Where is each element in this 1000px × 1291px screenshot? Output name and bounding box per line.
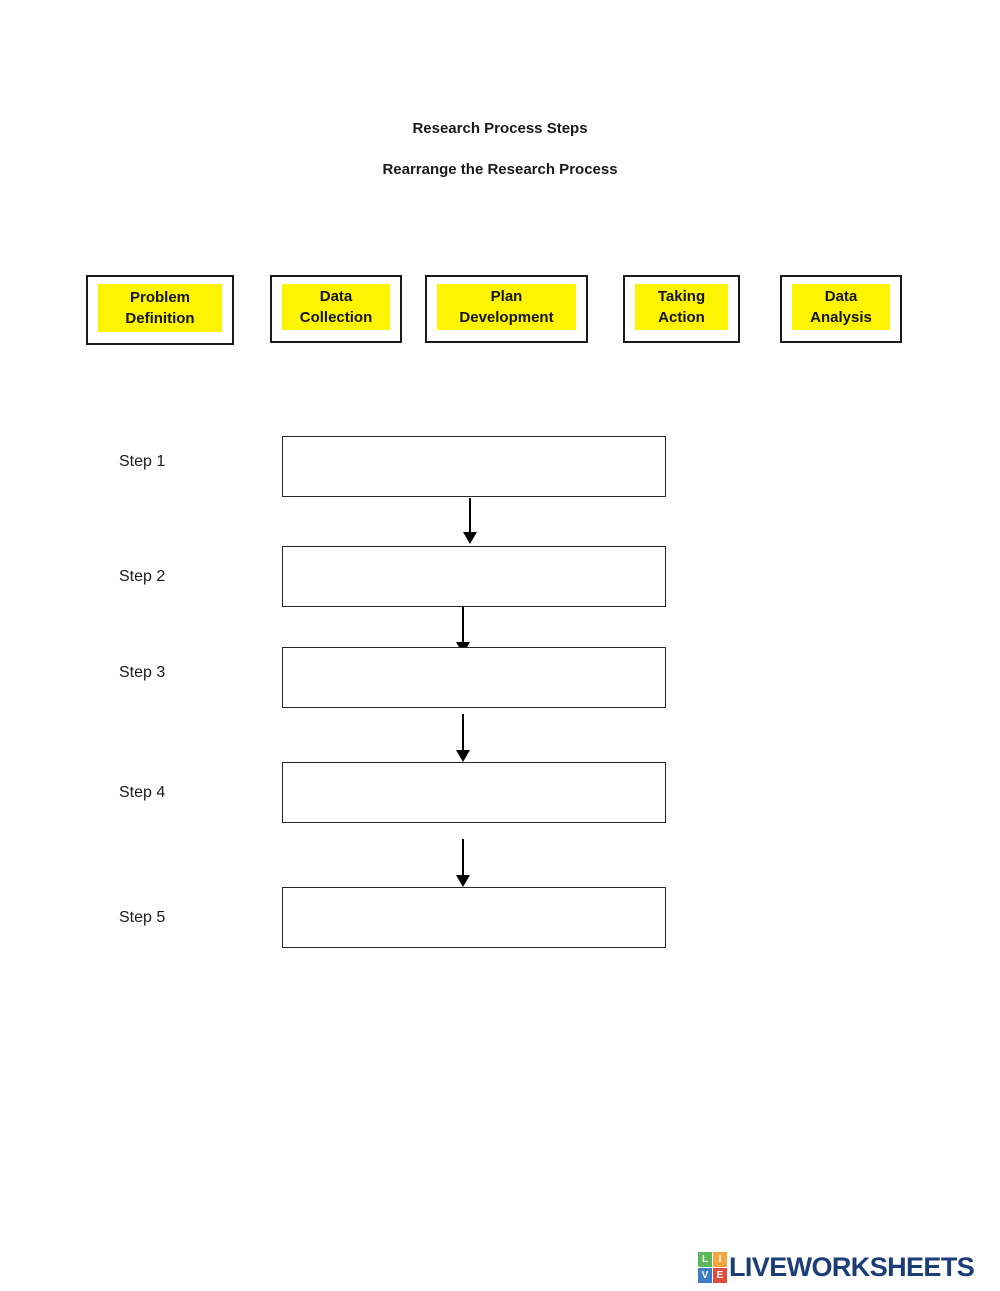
step-4-dropzone[interactable]: [282, 762, 666, 823]
page-subtitle: Rearrange the Research Process: [382, 161, 618, 178]
step-1-label: Step 1: [119, 452, 166, 470]
logo-cell-v: V: [698, 1268, 712, 1283]
arrow-shaft: [469, 498, 471, 532]
drag-card-label: Plan Development: [437, 284, 576, 330]
liveworksheets-logo: L I V E LIVEWORKSHEETS: [698, 1252, 975, 1283]
drag-card-data-analysis[interactable]: Data Analysis: [780, 275, 902, 343]
card-text-line2: Analysis: [810, 309, 872, 326]
step-3-label: Step 3: [119, 663, 166, 681]
logo-cell-i: I: [713, 1252, 727, 1267]
card-text-line2: Definition: [125, 310, 195, 327]
drag-card-problem-definition[interactable]: Problem Definition: [86, 275, 234, 345]
arrow-shaft: [462, 839, 464, 875]
step-2-label: Step 2: [119, 567, 166, 585]
step-4-label: Step 4: [119, 783, 166, 801]
arrow-head: [463, 532, 477, 544]
down-arrow-icon: [456, 839, 470, 887]
arrow-head: [456, 875, 470, 887]
page-title: Research Process Steps: [412, 120, 588, 137]
card-text-line2: Collection: [299, 309, 373, 326]
step-5-dropzone[interactable]: [282, 887, 666, 948]
card-text-line1: Data: [824, 288, 858, 305]
down-arrow-icon: [463, 498, 477, 544]
drag-card-label: Data Analysis: [792, 284, 890, 330]
card-text-line1: Taking: [657, 288, 706, 305]
step-1-dropzone[interactable]: [282, 436, 666, 497]
card-text-line2: Action: [658, 309, 705, 326]
drag-card-taking-action[interactable]: Taking Action: [623, 275, 740, 343]
down-arrow-icon: [456, 714, 470, 762]
drag-card-label: Problem Definition: [98, 284, 222, 332]
brand-wordmark: LIVEWORKSHEETS: [729, 1252, 975, 1282]
logo-cell-e: E: [713, 1268, 727, 1283]
drag-card-plan-development[interactable]: Plan Development: [425, 275, 588, 343]
drag-card-data-collection[interactable]: Data Collection: [270, 275, 402, 343]
step-5-label: Step 5: [119, 908, 166, 926]
step-3-dropzone[interactable]: [282, 647, 666, 708]
liveworksheets-grid-icon: L I V E: [698, 1252, 727, 1283]
logo-cell-l: L: [698, 1252, 712, 1267]
card-text-line1: Problem: [129, 289, 190, 306]
arrow-shaft: [462, 714, 464, 750]
drag-card-label: Taking Action: [635, 284, 728, 330]
step-2-dropzone[interactable]: [282, 546, 666, 607]
arrow-shaft: [462, 607, 464, 642]
arrow-head: [456, 750, 470, 762]
card-text-line1: Data: [319, 288, 353, 305]
card-text-line1: Plan: [490, 288, 523, 305]
drag-card-label: Data Collection: [282, 284, 390, 330]
card-text-line2: Development: [459, 309, 554, 326]
